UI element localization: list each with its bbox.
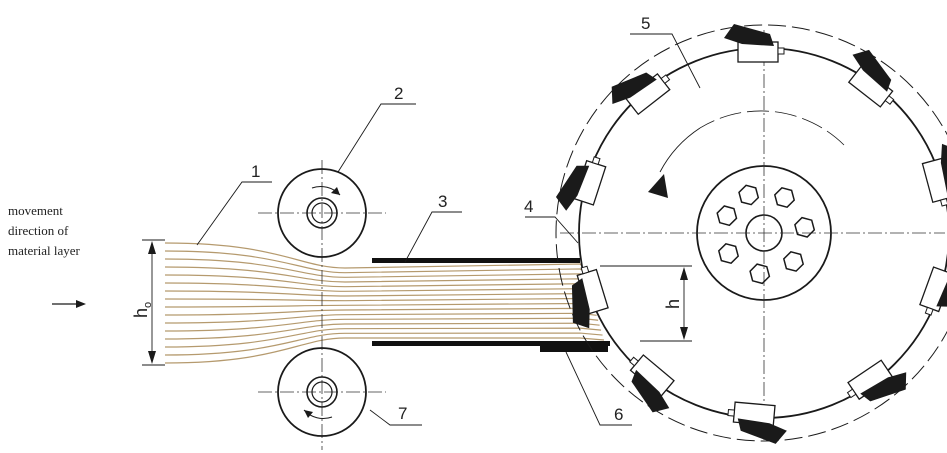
label-4: 4: [524, 197, 533, 216]
fiber-strand: [164, 297, 593, 302]
drum-knife: [847, 49, 895, 108]
label-5: 5: [641, 14, 650, 33]
fiber-strand: [164, 242, 583, 269]
hub-bolt: [738, 184, 760, 206]
hub-bolts: [716, 184, 816, 285]
hub-bolt: [773, 186, 796, 209]
hub-bolt: [716, 205, 738, 227]
drum-knife: [611, 72, 671, 116]
drum-knife: [724, 24, 785, 63]
drum-knife: [727, 401, 787, 444]
fiber-strand: [164, 266, 587, 283]
hub-bolt: [794, 216, 816, 238]
fiber-strand: [164, 282, 590, 292]
drum-knife: [919, 262, 947, 316]
drum-centerlines: [560, 30, 945, 440]
label-2: 2: [394, 84, 403, 103]
hub-bolt: [749, 263, 771, 285]
drum-knife: [921, 143, 947, 207]
drum-knives: [555, 24, 947, 444]
material-layer-fibers: [164, 242, 605, 364]
h0-main-text: h: [131, 308, 151, 318]
dimension-h: [600, 265, 692, 342]
hub-bolt: [717, 242, 740, 265]
fiber-strand: [164, 307, 596, 316]
fiber-strand: [164, 258, 586, 278]
dimension-h0-label: ho: [131, 302, 154, 318]
dimension-h-label: h: [663, 299, 683, 309]
label-3: 3: [438, 192, 447, 211]
fiber-strand: [164, 312, 597, 324]
annotation-line-2: direction of: [8, 223, 69, 238]
drum-knife: [571, 265, 609, 329]
label-7: 7: [398, 404, 407, 423]
movement-arrow: [52, 300, 86, 308]
fiber-strand: [164, 302, 594, 308]
label-1: 1: [251, 162, 260, 181]
drum-knife: [555, 156, 607, 211]
fiber-strand: [164, 322, 600, 340]
label-6: 6: [614, 405, 623, 424]
upper-feed-roller: [277, 168, 367, 258]
fiber-strand: [164, 332, 603, 356]
leader-lines: [196, 33, 701, 426]
fiber-strand: [164, 327, 602, 348]
fiber-strand: [164, 290, 591, 297]
annotation-line-1: movement: [8, 203, 63, 218]
dimension-h0: [142, 239, 165, 366]
annotation-line-3: material layer: [8, 243, 80, 258]
fiber-strand: [164, 274, 589, 288]
fiber-strand: [164, 250, 584, 274]
hub-bolt: [782, 250, 805, 272]
drum-knife: [846, 359, 907, 402]
drum-knife: [629, 354, 675, 413]
h0-sub-text: o: [142, 302, 154, 308]
lower-feed-roller: [277, 347, 367, 437]
roller-centerlines: [258, 160, 386, 450]
fiber-strand: [164, 337, 605, 364]
guide-plates: [372, 258, 610, 352]
fiber-strand: [164, 317, 599, 332]
